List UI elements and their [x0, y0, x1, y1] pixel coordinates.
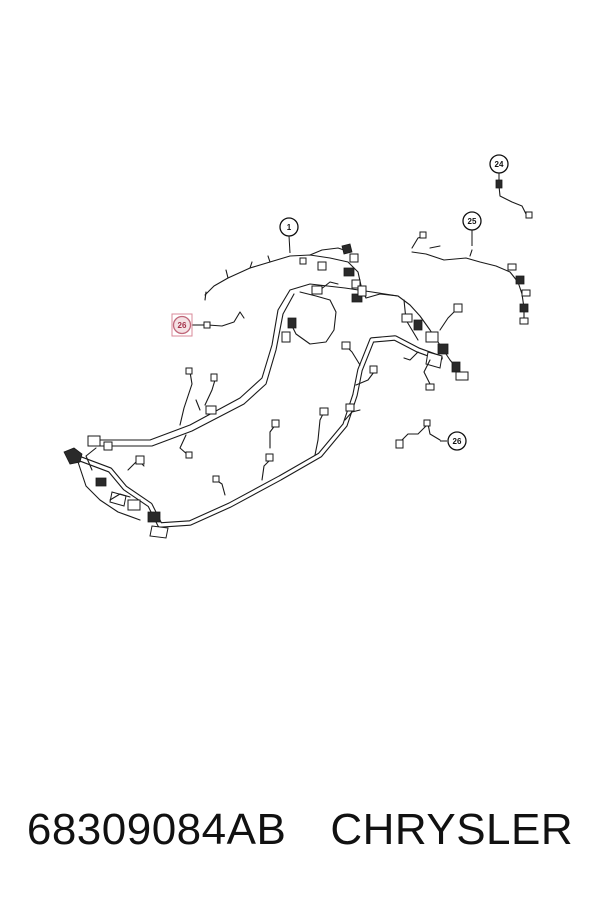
- rear-connector-cluster: [397, 295, 469, 391]
- callout-1[interactable]: 1: [279, 217, 299, 237]
- wiring-harness-diagram: 1 24 25 26 26: [63, 154, 533, 539]
- callout-26-highlighted[interactable]: 26: [171, 313, 193, 337]
- main-chassis-harness: [63, 283, 443, 539]
- harness-item-24: [495, 179, 533, 219]
- part-caption: 68309084AB CHRYSLER: [0, 800, 600, 860]
- harness-item-26-right: [395, 419, 441, 449]
- callout-24-label: 24: [495, 160, 504, 169]
- body-harness-item-1: [204, 243, 399, 345]
- callout-26a-label: 26: [178, 321, 187, 330]
- harness-item-25: [411, 231, 531, 325]
- part-number: 68309084AB: [26, 805, 287, 854]
- callout-24[interactable]: 24: [489, 154, 509, 174]
- callout-26b-label: 26: [453, 437, 462, 446]
- callout-26[interactable]: 26: [447, 431, 467, 451]
- callout-25[interactable]: 25: [462, 211, 482, 231]
- harness-item-26-left: [203, 311, 245, 329]
- callout-25-label: 25: [468, 217, 477, 226]
- callout-1-label: 1: [287, 223, 292, 232]
- brand-name: CHRYSLER: [330, 805, 574, 854]
